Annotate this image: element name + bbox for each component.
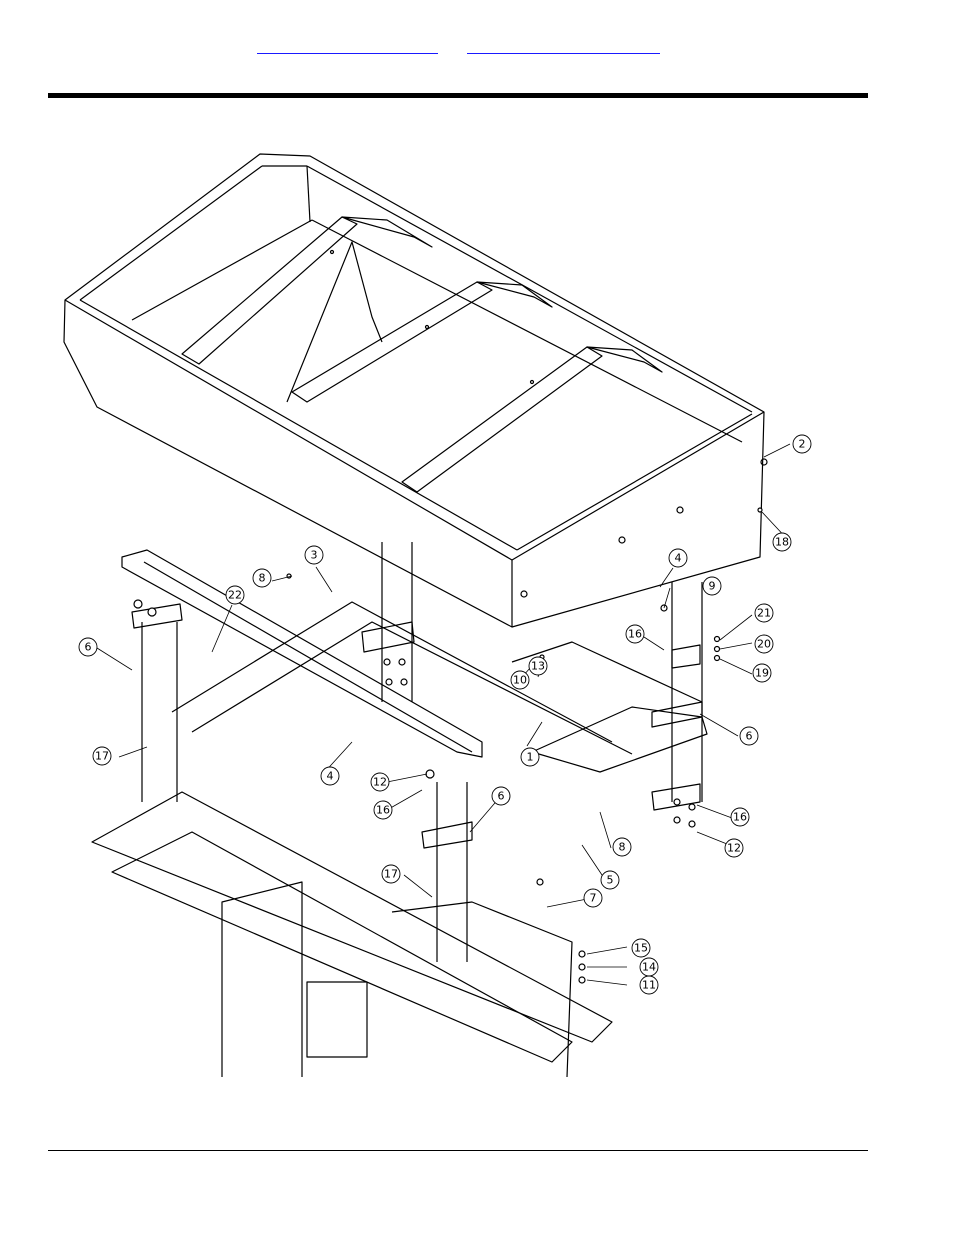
nav-link-1[interactable] bbox=[257, 37, 438, 54]
callout-13: 13 bbox=[529, 657, 547, 675]
svg-text:13: 13 bbox=[531, 660, 545, 673]
svg-text:14: 14 bbox=[642, 961, 656, 974]
svg-text:4: 4 bbox=[327, 770, 334, 783]
svg-text:4: 4 bbox=[675, 552, 682, 565]
svg-text:8: 8 bbox=[259, 572, 266, 585]
callout-12b: 12 bbox=[725, 839, 743, 857]
callout-6c: 6 bbox=[492, 787, 510, 805]
svg-text:16: 16 bbox=[376, 804, 390, 817]
header-rule bbox=[48, 93, 868, 98]
callout-2: 2 bbox=[793, 435, 811, 453]
nav-link-2[interactable] bbox=[467, 37, 660, 54]
svg-text:6: 6 bbox=[85, 641, 92, 654]
exploded-view-drawing: 2 18 3 8 22 6 4 9 21 20 19 16 10 13 6 17… bbox=[52, 142, 820, 1077]
svg-text:11: 11 bbox=[642, 979, 656, 992]
callout-16a: 16 bbox=[626, 625, 644, 643]
callout-10: 10 bbox=[511, 671, 529, 689]
callout-9: 9 bbox=[703, 577, 721, 595]
callout-18: 18 bbox=[773, 533, 791, 551]
svg-text:16: 16 bbox=[733, 811, 747, 824]
callout-19: 19 bbox=[753, 664, 771, 682]
svg-text:2: 2 bbox=[799, 438, 806, 451]
callout-4a: 4 bbox=[669, 549, 687, 567]
svg-text:22: 22 bbox=[228, 589, 242, 602]
callout-5: 5 bbox=[601, 871, 619, 889]
svg-text:18: 18 bbox=[775, 536, 789, 549]
callout-15: 15 bbox=[632, 939, 650, 957]
svg-text:9: 9 bbox=[709, 580, 716, 593]
svg-text:12: 12 bbox=[727, 842, 741, 855]
callout-22: 22 bbox=[226, 586, 244, 604]
callout-21: 21 bbox=[755, 604, 773, 622]
callout-1: 1 bbox=[521, 748, 539, 766]
callout-17b: 17 bbox=[382, 865, 400, 883]
svg-text:17: 17 bbox=[95, 750, 109, 763]
hopper-box bbox=[64, 154, 767, 627]
svg-text:3: 3 bbox=[311, 549, 318, 562]
svg-text:8: 8 bbox=[619, 841, 626, 854]
frame bbox=[92, 542, 707, 1077]
svg-text:15: 15 bbox=[634, 942, 648, 955]
callout-16b: 16 bbox=[374, 801, 392, 819]
svg-text:20: 20 bbox=[757, 638, 771, 651]
callout-12a: 12 bbox=[371, 773, 389, 791]
svg-text:10: 10 bbox=[513, 674, 527, 687]
callout-14: 14 bbox=[640, 958, 658, 976]
svg-text:6: 6 bbox=[498, 790, 505, 803]
parts-diagram: 2 18 3 8 22 6 4 9 21 20 19 16 10 13 6 17… bbox=[52, 142, 820, 1077]
callout-20: 20 bbox=[755, 635, 773, 653]
callout-7: 7 bbox=[584, 889, 602, 907]
callout-8b: 8 bbox=[613, 838, 631, 856]
svg-text:5: 5 bbox=[607, 874, 614, 887]
svg-text:16: 16 bbox=[628, 628, 642, 641]
callout-8a: 8 bbox=[253, 569, 271, 587]
svg-text:7: 7 bbox=[590, 892, 597, 905]
callout-6a: 6 bbox=[79, 638, 97, 656]
svg-text:21: 21 bbox=[757, 607, 771, 620]
svg-text:19: 19 bbox=[755, 667, 769, 680]
callout-11: 11 bbox=[640, 976, 658, 994]
svg-text:6: 6 bbox=[746, 730, 753, 743]
svg-text:1: 1 bbox=[527, 751, 534, 764]
callout-3: 3 bbox=[305, 546, 323, 564]
callout-17a: 17 bbox=[93, 747, 111, 765]
svg-text:17: 17 bbox=[384, 868, 398, 881]
footer-rule bbox=[48, 1150, 868, 1151]
callout-4b: 4 bbox=[321, 767, 339, 785]
svg-text:12: 12 bbox=[373, 776, 387, 789]
callout-6b: 6 bbox=[740, 727, 758, 745]
callout-16c: 16 bbox=[731, 808, 749, 826]
